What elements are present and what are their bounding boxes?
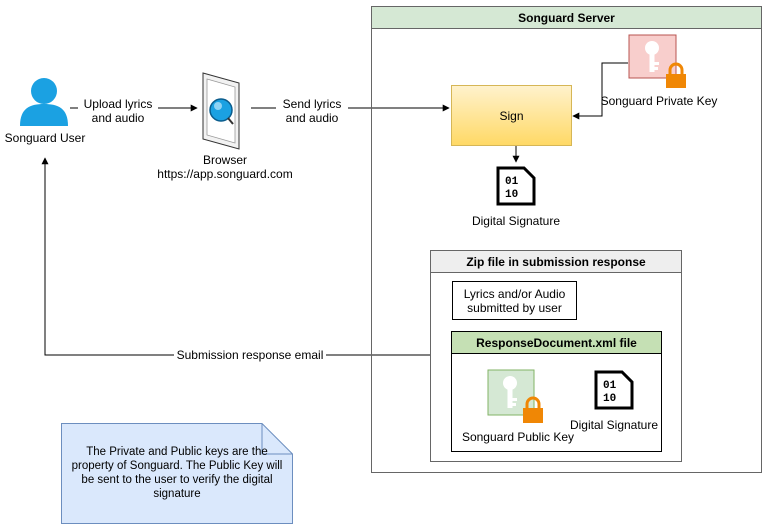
note-line3: be sent to the user to verify the digita…	[81, 474, 273, 486]
sign-label: Sign	[499, 109, 524, 123]
digital-signature-node: 01 10	[496, 166, 536, 206]
private-key-label: Songuard Private Key	[600, 94, 718, 108]
digital-signature-label: Digital Signature	[471, 214, 561, 228]
browser-url: https://app.songuard.com	[157, 167, 293, 181]
upload-label-line2: and audio	[91, 111, 145, 125]
lyrics-audio-label: Lyrics and/or Audio submitted by user	[453, 287, 576, 315]
private-key-arrow	[572, 62, 628, 120]
note-line1: The Private and Public keys are the	[86, 446, 268, 458]
lyrics-audio-line2: submitted by user	[467, 301, 562, 315]
upload-label-line1: Upload lyrics	[83, 97, 153, 111]
public-key-label: Songuard Public Key	[461, 430, 575, 444]
private-key-icon	[628, 34, 686, 88]
user-icon	[20, 78, 68, 126]
server-container: Songuard Server	[371, 6, 762, 473]
browser-node	[199, 71, 251, 151]
zip-title: Zip file in submission response	[466, 255, 646, 269]
send-label-line2: and audio	[285, 111, 339, 125]
svg-text:01: 01	[603, 380, 617, 392]
browser-label: Browser https://app.songuard.com	[145, 153, 305, 181]
lyrics-audio-box: Lyrics and/or Audio submitted by user	[452, 281, 577, 320]
server-header: Songuard Server	[372, 7, 761, 29]
response-document-header: ResponseDocument.xml file	[452, 332, 661, 354]
note-line4: signature	[153, 488, 201, 500]
svg-text:10: 10	[505, 189, 518, 201]
public-key-icon	[487, 369, 543, 423]
public-key-node	[487, 369, 551, 425]
user-label: Songuard User	[4, 131, 86, 145]
note-background	[61, 423, 293, 524]
response-document-title: ResponseDocument.xml file	[476, 336, 637, 350]
svg-text:10: 10	[603, 393, 616, 405]
svg-text:01: 01	[505, 176, 519, 188]
zip-header: Zip file in submission response	[431, 251, 681, 273]
digital-signature-icon: 01 10	[496, 166, 536, 206]
send-edge-label: Send lyrics and audio	[276, 97, 348, 125]
user-actor	[18, 76, 70, 130]
sign-box: Sign	[451, 85, 572, 146]
note-line2: property of Songuard. The Public Key wil…	[71, 460, 283, 472]
note-shape: The Private and Public keys are the prop…	[61, 423, 293, 524]
lyrics-audio-line1: Lyrics and/or Audio	[463, 287, 566, 301]
response-digital-signature-label: Digital Signature	[569, 418, 659, 432]
note-text: The Private and Public keys are the prop…	[61, 445, 293, 501]
private-key-node	[628, 34, 692, 90]
response-digital-signature-icon: 01 10	[594, 370, 634, 410]
zip-container: Zip file in submission response	[430, 250, 682, 462]
browser-label-line1: Browser	[202, 153, 247, 167]
response-digital-signature-node: 01 10	[594, 370, 634, 410]
upload-edge-label: Upload lyrics and audio	[78, 97, 158, 125]
browser-icon	[202, 72, 240, 150]
send-label-line1: Send lyrics	[282, 97, 342, 111]
response-document-box: ResponseDocument.xml file	[451, 331, 662, 452]
server-title: Songuard Server	[518, 11, 615, 25]
response-email-label: Submission response email	[174, 348, 326, 362]
